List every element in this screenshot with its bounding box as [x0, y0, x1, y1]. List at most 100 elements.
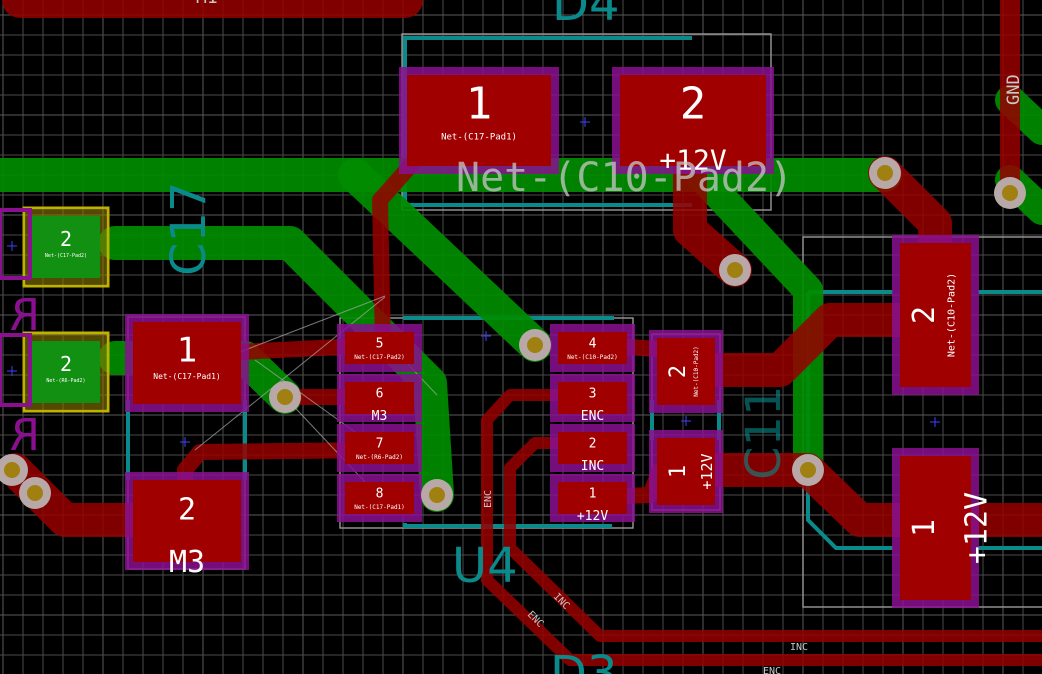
pad-copper — [407, 75, 551, 166]
track-label-gnd: GND — [1004, 74, 1024, 105]
c17-silk — [126, 400, 247, 480]
back-track-inc[interactable] — [504, 437, 1042, 642]
via[interactable] — [869, 157, 901, 189]
pad-net-name: Net-(C17-Pad1) — [354, 504, 405, 511]
pad-number: 1 — [466, 78, 493, 129]
ref-c11: C11 — [736, 385, 792, 480]
pad-net-name: +12V — [698, 453, 716, 489]
vias — [0, 157, 1026, 511]
via-hole — [429, 487, 445, 503]
ref-r-mirrored: R — [9, 290, 40, 341]
pad-net-name: INC — [581, 459, 604, 474]
track-label-c10-net: Net-(C10-Pad2) — [456, 155, 793, 201]
pad-number: 6 — [376, 386, 384, 401]
pad-copper — [345, 382, 414, 414]
via-hole — [800, 462, 816, 478]
pad-net-name: Net-(R6-Pad2) — [356, 454, 403, 461]
pad-number: 2 — [666, 365, 691, 378]
via[interactable] — [0, 454, 28, 486]
pad-net-name: M3 — [169, 545, 205, 580]
pad-copper — [620, 75, 766, 166]
c10-pad-2[interactable]: 2 Net-(C10-Pad2) — [892, 235, 979, 395]
pad-net-name: Net-(C10-Pad2) — [567, 354, 618, 361]
via[interactable] — [421, 479, 453, 511]
via-hole — [277, 389, 293, 405]
pad-net-name: Net-(C17-Pad2) — [45, 253, 87, 259]
pad-copper — [558, 482, 627, 514]
ref-r-mirrored-2: R — [9, 410, 40, 461]
pad-net-name: +12V — [659, 144, 727, 177]
pad-net-name: M3 — [372, 409, 388, 424]
c17-pad-2[interactable]: 2M3 — [125, 472, 249, 580]
pad-number: 2 — [178, 493, 196, 528]
pad-mask — [22, 206, 110, 288]
back-track-c10-pad2[interactable] — [673, 303, 952, 387]
anchors — [7, 117, 940, 447]
pad-copper — [32, 341, 100, 403]
pad-copper — [345, 332, 414, 364]
via-hole — [877, 165, 893, 181]
front-track-c17-pad1[interactable] — [98, 226, 454, 512]
via[interactable] — [519, 329, 551, 361]
back-track-enc[interactable] — [481, 389, 1042, 666]
pad-net-name: Net-(C10-Pad2) — [693, 346, 700, 397]
pad-copper — [657, 438, 715, 505]
pad-copper — [558, 332, 627, 364]
c10-silk — [806, 290, 1042, 550]
via[interactable] — [19, 477, 51, 509]
track-label-enc-bottom: ENC — [763, 666, 781, 674]
pad-number: 3 — [589, 386, 597, 401]
pad-copper — [133, 480, 241, 562]
ref-d4: D4 — [552, 0, 620, 32]
c11-pad-1[interactable]: 1+12V — [649, 430, 723, 513]
ref-d3: D3 — [550, 646, 618, 674]
pad-number: 2 — [907, 306, 942, 324]
pad-number: 2 — [60, 352, 72, 376]
pad-copper — [32, 216, 100, 278]
pad-net-name: +12V — [577, 509, 608, 524]
pad-number: 2 — [589, 436, 597, 451]
partial-pad — [0, 333, 32, 407]
pad-net-name: Net-(R6-Pad2) — [46, 378, 85, 384]
pad-net-name: Net-(C17-Pad1) — [441, 132, 517, 142]
c10-pad-1[interactable]: 1+12V — [892, 448, 995, 608]
back-track-12v[interactable] — [673, 133, 752, 287]
pad-copper — [345, 482, 414, 514]
partial-pad — [0, 208, 32, 280]
via-hole — [4, 462, 20, 478]
d4-pad-2[interactable]: 2+12V — [612, 67, 774, 177]
u4-pad-1[interactable]: 1+12V — [550, 474, 635, 524]
front-track-c11[interactable] — [685, 160, 823, 485]
pad-number: 5 — [376, 336, 384, 351]
pads: 1Net-(C17-Pad1)2+12V1Net-(C17-Pad1)2M35N… — [0, 67, 995, 608]
pad-net-name: ENC — [581, 409, 604, 424]
pad-net-name: Net-(C17-Pad2) — [354, 354, 405, 361]
pad-number: 2 — [60, 227, 72, 251]
pad-copper — [558, 432, 627, 464]
u4-pad-6[interactable]: 6M3 — [337, 374, 422, 424]
pad-number: 4 — [589, 336, 597, 351]
pad-net-name: Net-(C10-Pad2) — [947, 273, 958, 357]
via[interactable] — [269, 381, 301, 413]
via[interactable] — [792, 454, 824, 486]
pad-copper — [900, 456, 971, 600]
via[interactable] — [994, 177, 1026, 209]
via-hole — [527, 337, 543, 353]
pad-copper — [657, 338, 715, 405]
via[interactable] — [719, 254, 751, 286]
pad-number: 1 — [177, 330, 197, 370]
track-label-enc-vertical: ENC — [483, 490, 494, 508]
